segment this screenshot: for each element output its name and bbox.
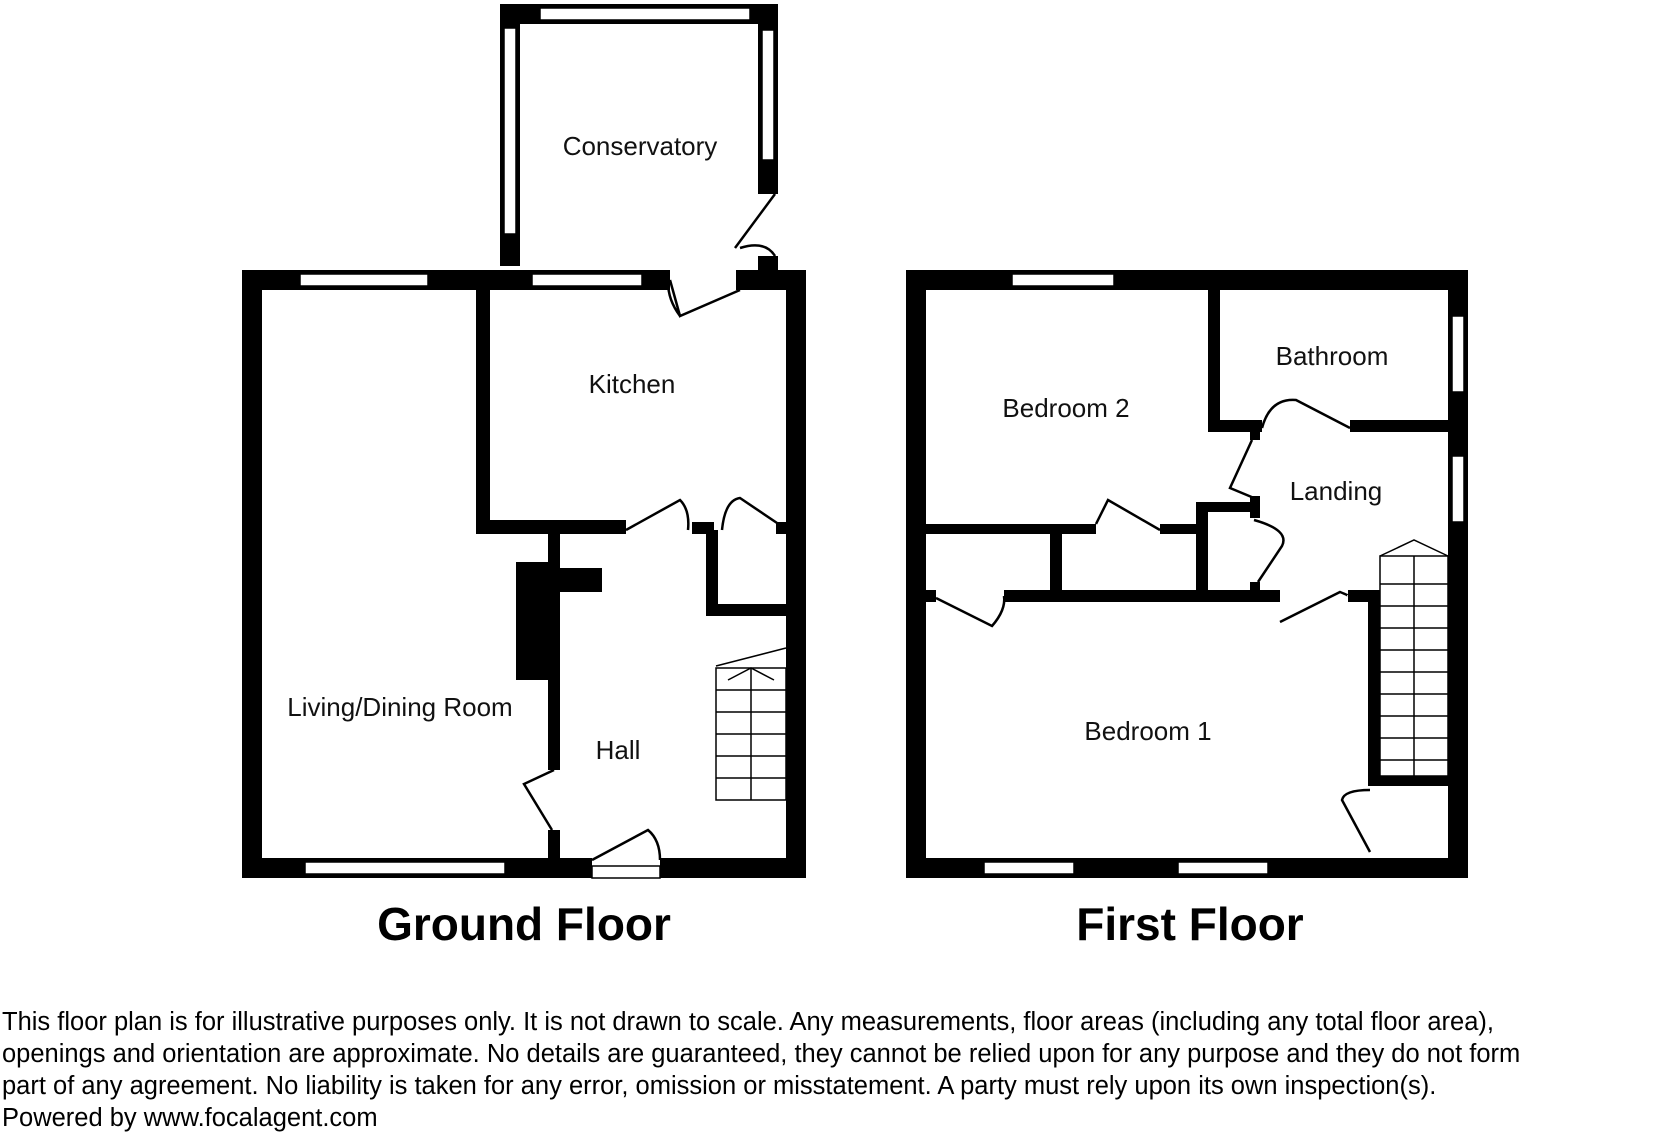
first-floor-outer-walls: [906, 270, 1468, 878]
floor-plan-drawing: Conservatory Kitchen Living/Dining Room …: [242, 4, 1468, 950]
first-floor-stairs: [1379, 539, 1449, 777]
room-label-bathroom: Bathroom: [1276, 341, 1389, 371]
first-floor-title: First Floor: [1076, 898, 1304, 950]
disclaimer-line-2: openings and orientation are approximate…: [2, 1040, 1521, 1068]
ground-floor-title: Ground Floor: [377, 898, 671, 950]
room-label-kitchen: Kitchen: [589, 369, 676, 399]
disclaimer-line-1: This floor plan is for illustrative purp…: [2, 1008, 1494, 1036]
ground-floor-outer-walls: [242, 270, 806, 879]
room-label-landing: Landing: [1290, 476, 1383, 506]
room-label-conservatory: Conservatory: [563, 131, 718, 161]
disclaimer-text: This floor plan is for illustrative purp…: [2, 1006, 1678, 1134]
room-label-hall: Hall: [596, 735, 641, 765]
room-label-bedroom-2: Bedroom 2: [1002, 393, 1129, 423]
room-label-living-dining-room: Living/Dining Room: [287, 692, 512, 722]
first-floor-interior-walls: [926, 290, 1448, 853]
powered-by-credit: Powered by www.focalagent.com: [2, 1104, 378, 1132]
ground-floor-plan: Conservatory Kitchen Living/Dining Room …: [242, 4, 806, 950]
disclaimer-line-3: part of any agreement. No liability is t…: [2, 1072, 1437, 1100]
first-floor-plan: Bedroom 2 Bathroom Landing Bedroom 1 Fir…: [906, 270, 1468, 950]
conservatory-walls: [500, 4, 778, 278]
ground-floor-stairs: [715, 647, 787, 801]
ground-floor-interior-walls: [476, 290, 786, 862]
room-label-bedroom-1: Bedroom 1: [1084, 716, 1211, 746]
